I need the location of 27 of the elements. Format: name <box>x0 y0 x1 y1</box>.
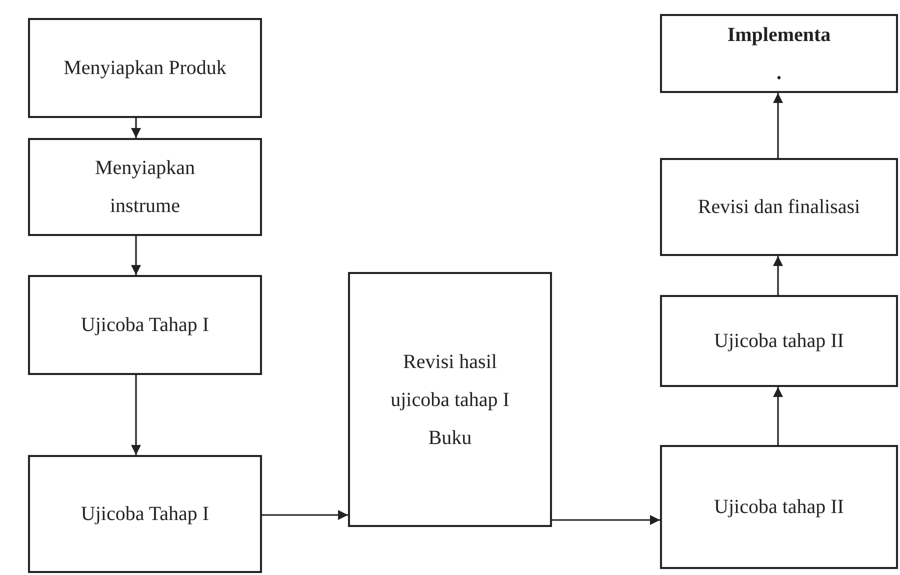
box-label: Implementa <box>727 22 831 48</box>
process-box <box>348 272 552 527</box>
arrow <box>773 387 783 445</box>
box-label: Revisi hasil ujicoba tahap I Buku <box>390 350 510 450</box>
process-box <box>660 295 898 387</box>
box-label: Menyiapkan instrume <box>94 156 196 219</box>
box-label: Ujicoba tahap II <box>714 495 844 520</box>
box-label: Menyiapkan Produk <box>64 56 226 81</box>
arrow <box>131 375 141 455</box>
process-box <box>28 275 262 375</box>
arrow <box>552 515 660 525</box>
arrow <box>131 118 141 138</box>
arrow <box>131 236 141 275</box>
process-box <box>660 14 898 93</box>
arrow <box>773 93 783 158</box>
process-box <box>28 138 262 236</box>
box-label: Revisi dan finalisasi <box>698 195 860 220</box>
box-label: Ujicoba Tahap I <box>80 313 210 338</box>
process-box <box>28 455 262 573</box>
arrow <box>773 256 783 295</box>
dot-mark: . <box>776 60 782 86</box>
process-box <box>660 158 898 256</box>
box-label: Ujicoba Tahap I <box>80 502 210 527</box>
arrow <box>262 510 348 520</box>
process-box <box>660 445 898 569</box>
box-label: Ujicoba tahap II <box>714 329 844 354</box>
process-box <box>28 18 262 118</box>
